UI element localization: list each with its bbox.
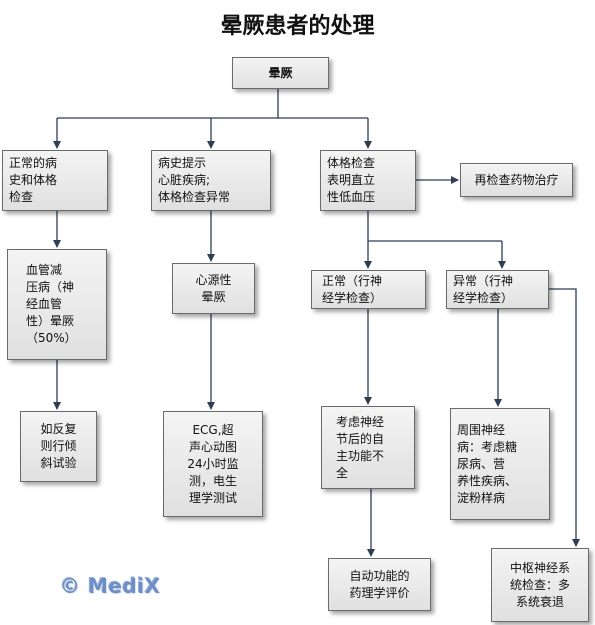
node-neuro-abnormal: 异常（行神 经学检查） — [446, 270, 549, 309]
node-neuro-normal: 正常（行神 经学检查） — [311, 270, 426, 309]
node-normal-history: 正常的病 史和体格 检查 — [2, 150, 108, 211]
node-peripheral: 周围神经 病：考虑糖 尿病、营 养性疾病、 淀粉样病 — [450, 408, 550, 520]
node-ecg: ECG,超 声心动图 24小时监 测，电生 理学测试 — [163, 411, 263, 517]
edge-neuro-abnormal-central — [549, 288, 580, 547]
node-pharm-eval: 自动功能的 药理学评价 — [328, 558, 431, 611]
node-cardiogenic: 心源性 晕厥 — [172, 263, 255, 314]
node-root: 晕厥 — [232, 57, 329, 89]
node-orthostatic: 体格检查 表明直立 性低血压 — [320, 150, 416, 211]
watermark-logo: © MediX — [60, 574, 161, 598]
node-autonomic-consider: 考虑神经 节后的自 主功能不 全 — [321, 406, 415, 489]
node-recheck-drugs: 再检查药物治疗 — [460, 163, 573, 197]
page-title: 晕厥患者的处理 — [220, 13, 375, 39]
edge-orthostatic-bus — [367, 211, 502, 242]
node-history-abnormal: 病史提示 心脏疾病; 体格检查异常 — [151, 150, 271, 211]
node-vasodepressor: 血管减 压病（神 经血管 性）晕厥 （50%） — [7, 249, 107, 360]
node-tilt-test: 如反复 则行倾 斜试验 — [20, 411, 97, 482]
node-central: 中枢神经系 统检查：多 系统衰退 — [491, 548, 589, 622]
